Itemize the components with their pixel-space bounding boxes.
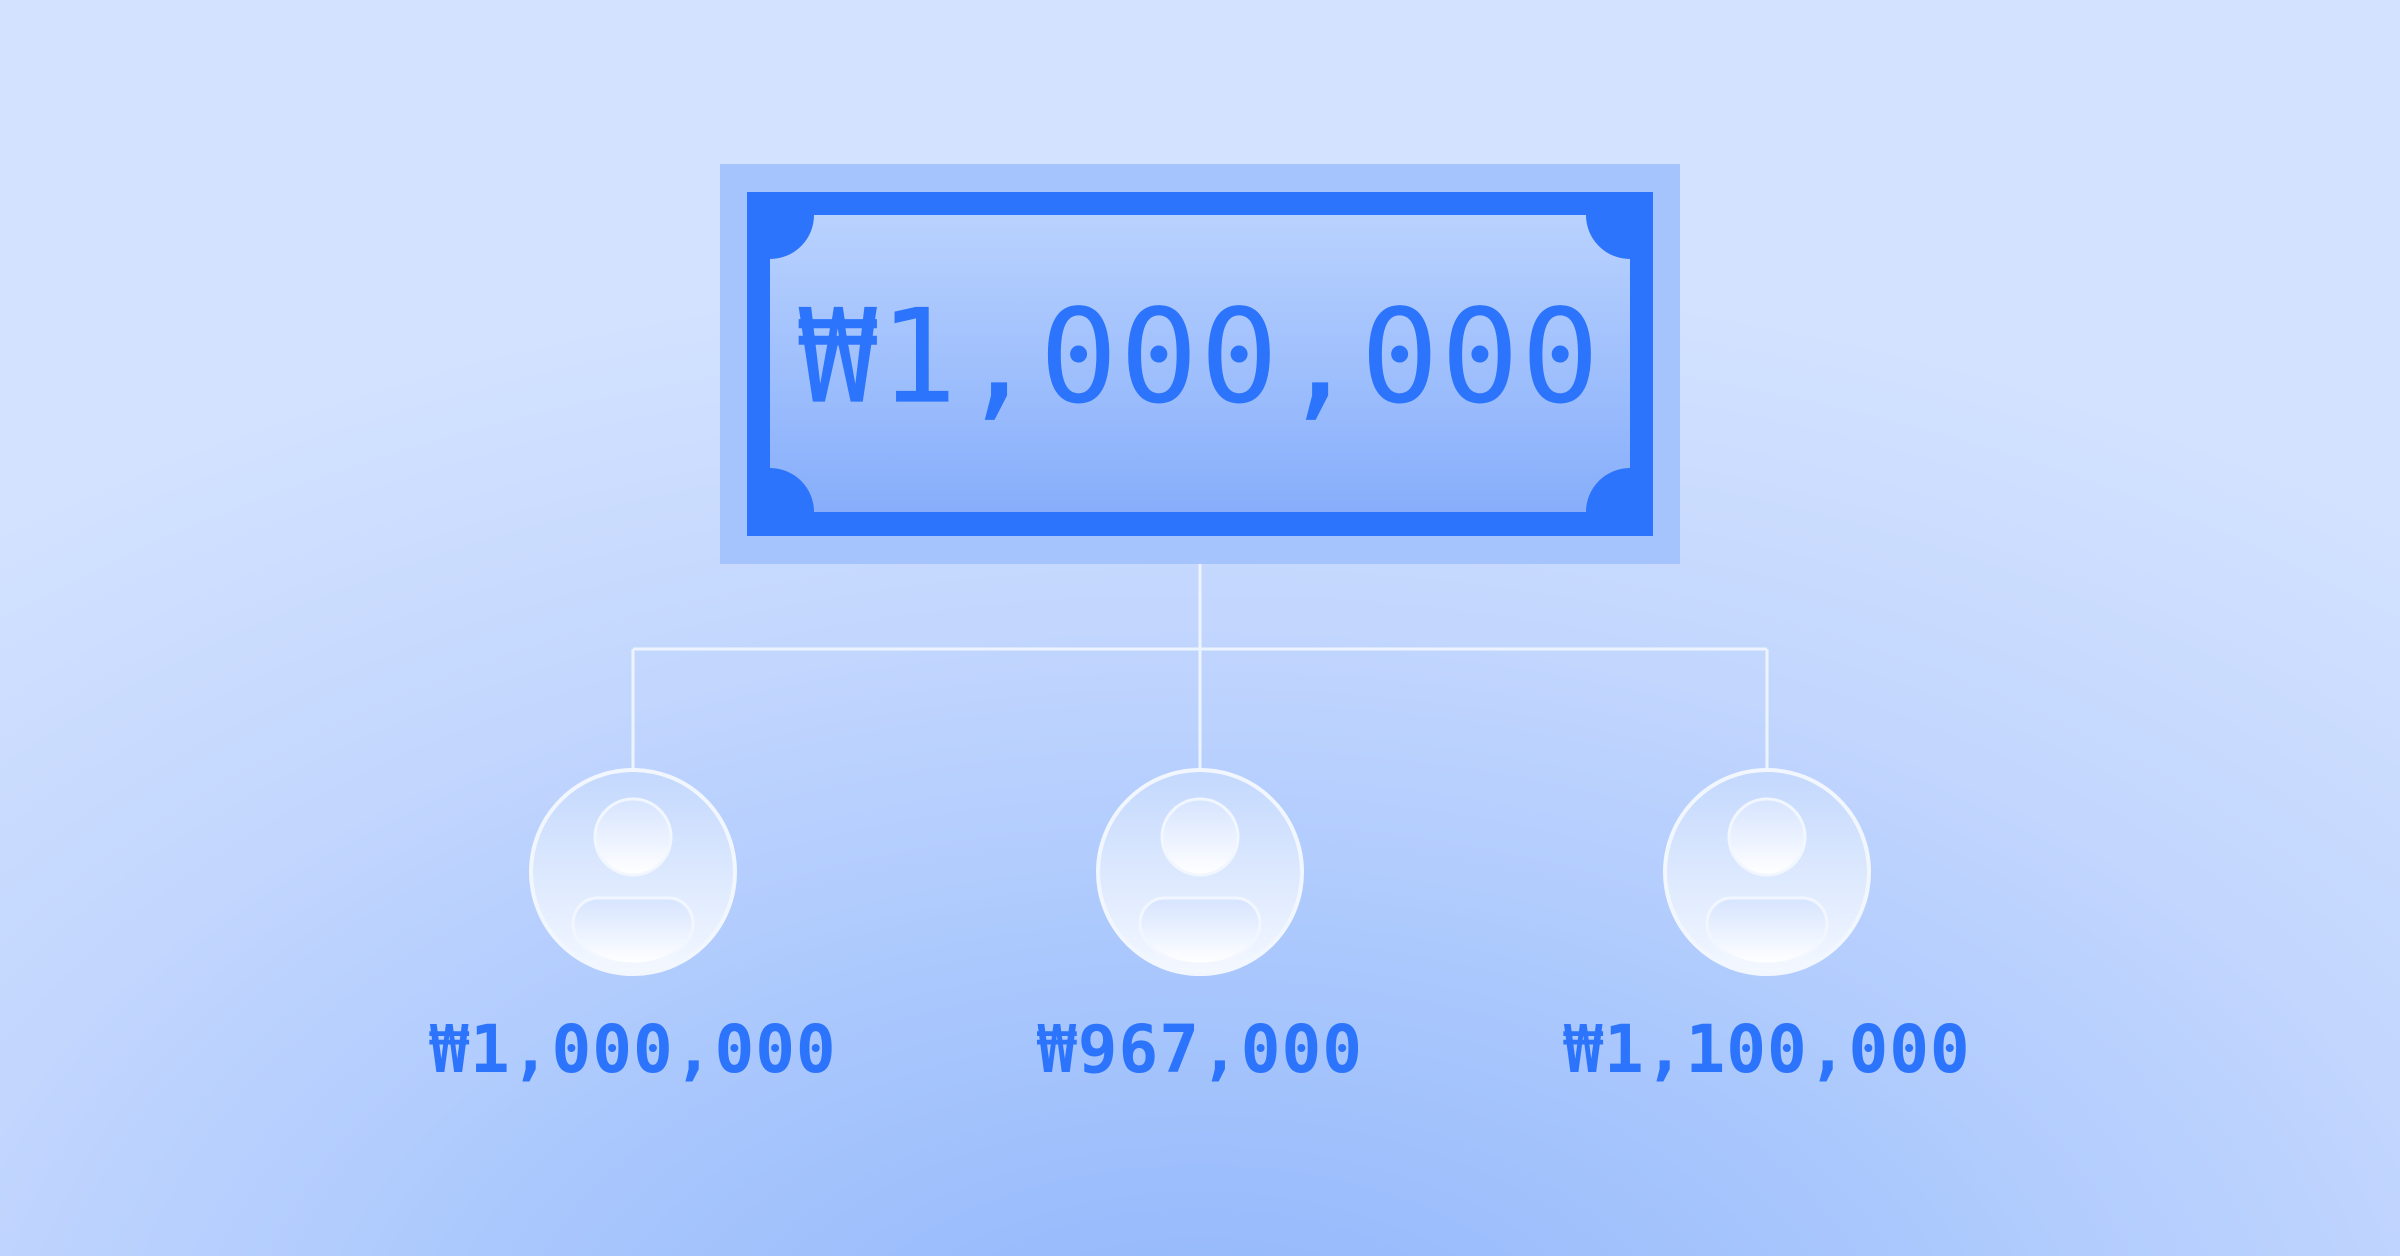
person-icon	[1663, 768, 1871, 976]
person-amount: ₩1,000,000	[429, 1011, 836, 1088]
person-left: ₩1,000,000	[429, 768, 836, 1088]
person-right: ₩1,100,000	[1563, 768, 1970, 1088]
banknote: ₩1,000,000	[720, 164, 1680, 564]
banknote-face	[770, 215, 1630, 512]
person-amount: ₩1,100,000	[1563, 1011, 1970, 1088]
person-amount: ₩967,000	[1037, 1011, 1363, 1088]
total-amount: ₩1,000,000	[799, 281, 1602, 433]
connector-lines	[631, 563, 1769, 770]
person-icon	[1096, 768, 1304, 976]
person-icon	[529, 768, 737, 976]
person-center: ₩967,000	[1037, 768, 1363, 1088]
